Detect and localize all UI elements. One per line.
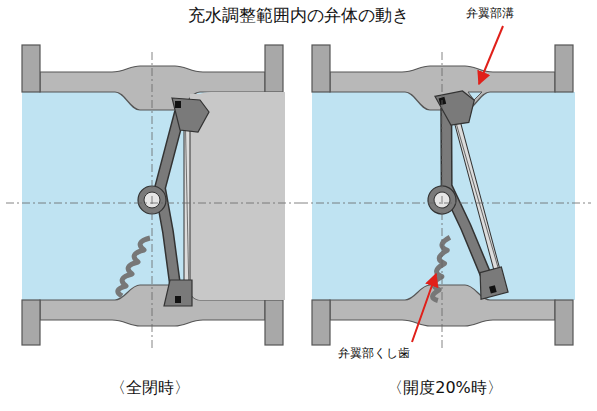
leader-arrow xyxy=(412,274,436,342)
valve-body xyxy=(312,45,575,345)
part-label: 弁翼部くし歯 xyxy=(338,346,410,360)
state-caption: 〈開度20%時〉 xyxy=(387,378,503,397)
diagram-title: 充水調整範囲内の弁体の動き xyxy=(188,5,409,25)
leader-arrow xyxy=(479,26,503,84)
valve-body xyxy=(22,45,285,345)
valve-disc xyxy=(383,87,525,312)
state-caption: 〈全閉時〉 xyxy=(110,378,190,397)
valve-disc xyxy=(118,98,209,306)
part-label: 弁翼部溝 xyxy=(466,6,514,20)
